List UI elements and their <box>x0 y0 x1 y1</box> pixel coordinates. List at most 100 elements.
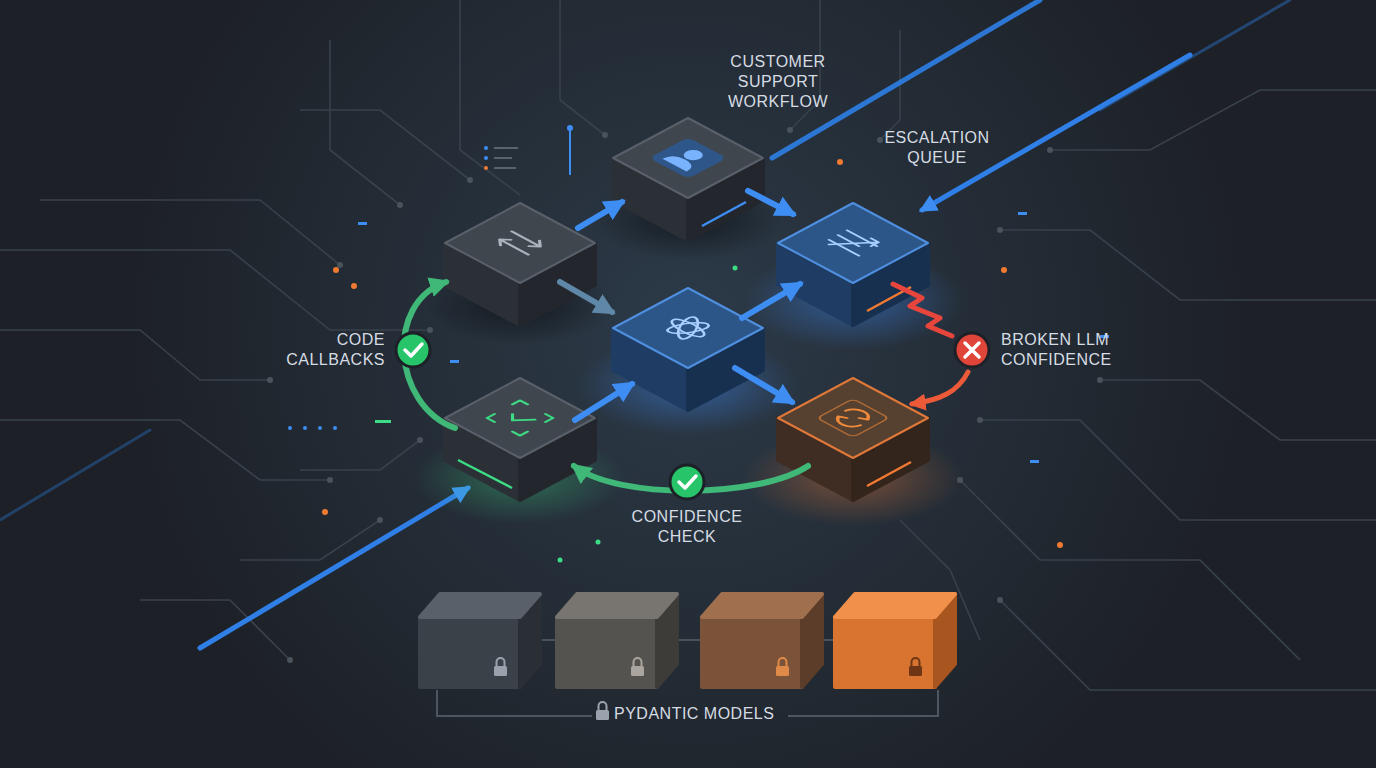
model-block <box>634 658 642 666</box>
accent-dots <box>1030 460 1039 463</box>
status-badges <box>405 344 422 356</box>
models-bracket <box>788 690 938 716</box>
annotation-label: PYDANTIC MODELS <box>614 704 794 724</box>
light-beams <box>0 430 150 520</box>
circuit-traces <box>0 330 270 380</box>
status-badges <box>670 465 704 499</box>
accent-dots <box>484 146 488 150</box>
accent-dots <box>450 360 459 363</box>
circuit-nodes <box>977 417 983 423</box>
model-block <box>702 617 802 687</box>
escalation-cube <box>829 230 879 256</box>
accent-dots <box>837 159 843 165</box>
circuit-nodes <box>1097 377 1103 383</box>
circuit-traces <box>0 420 330 480</box>
callback-cube <box>415 378 625 524</box>
circuit-nodes <box>377 517 383 523</box>
accent-dots <box>494 147 518 149</box>
escalation-cube <box>743 203 963 350</box>
models-bracket <box>437 690 592 716</box>
model-block <box>494 666 507 676</box>
accent-dots <box>333 267 339 273</box>
lock-icon <box>599 702 607 710</box>
model-block <box>497 658 505 666</box>
circuit-traces <box>300 440 420 470</box>
circuit-traces <box>460 0 520 195</box>
model-block <box>557 594 677 687</box>
accent-dots <box>318 426 322 430</box>
accent-dots <box>484 156 488 160</box>
circuit-nodes <box>602 132 608 138</box>
circuit-traces <box>560 0 605 135</box>
circuit-traces <box>960 480 1300 660</box>
accent-dots <box>1001 267 1007 273</box>
llm-cube <box>657 311 719 344</box>
accent-dots <box>567 125 573 131</box>
flow-arrows <box>578 202 622 228</box>
router-cube <box>445 203 595 283</box>
router-cube <box>495 237 534 258</box>
circuit-nodes <box>1047 147 1053 153</box>
circuit-traces <box>1000 600 1376 690</box>
accent-dots <box>358 222 367 225</box>
circuit-nodes <box>417 437 423 443</box>
circuit-traces <box>300 110 470 180</box>
model-block <box>557 594 677 617</box>
status-badges <box>955 333 989 367</box>
fallback-cube <box>867 462 911 486</box>
accent-dots <box>1057 542 1063 548</box>
circuit-traces <box>1100 380 1376 440</box>
model-block <box>779 658 787 666</box>
circuit-traces <box>0 0 1376 690</box>
model-block <box>835 594 955 687</box>
model-block <box>702 594 822 687</box>
accent-dots <box>494 167 516 169</box>
circuit-traces <box>0 250 430 330</box>
flow-arrows <box>735 368 792 402</box>
flow-arrows <box>560 202 800 420</box>
lock-icon <box>596 702 609 720</box>
accent-dots <box>733 266 738 271</box>
llm-cube <box>665 321 710 336</box>
accent-dots <box>1018 212 1027 215</box>
accent-dots <box>322 509 328 515</box>
accent-dots <box>494 148 518 168</box>
model-block <box>835 594 955 617</box>
light-beams <box>0 0 1290 648</box>
accent-dots <box>558 558 563 563</box>
flow-arrows <box>575 384 632 420</box>
accent-dots <box>333 426 337 430</box>
router-cube <box>493 229 547 258</box>
fallback-cube <box>846 406 874 421</box>
broken-link <box>912 372 968 404</box>
callback-loop <box>404 282 808 491</box>
accent-dots <box>596 540 601 545</box>
circuit-nodes <box>397 202 403 208</box>
accent-dots <box>494 157 512 159</box>
circuit-nodes <box>877 137 883 143</box>
circuit-traces <box>1050 90 1376 150</box>
fallback-cube <box>817 399 889 437</box>
llm-cube <box>613 288 763 368</box>
circuit-nodes <box>467 177 473 183</box>
model-block <box>702 594 822 617</box>
circuit-nodes <box>267 127 1103 663</box>
circuit-traces <box>980 420 1376 520</box>
model-block <box>912 658 920 666</box>
model-block <box>420 594 540 617</box>
status-badges <box>396 333 430 367</box>
accent-dots <box>484 146 488 160</box>
escalation-cube <box>778 203 928 283</box>
accent-dots <box>351 283 357 289</box>
status-badges <box>679 476 696 488</box>
circuit-nodes <box>337 262 343 268</box>
circuit-nodes <box>997 597 1003 603</box>
fallback-cube <box>817 399 889 437</box>
circuit-traces <box>1000 230 1376 300</box>
llm-cube <box>667 317 709 339</box>
fallback-cube <box>778 378 928 458</box>
